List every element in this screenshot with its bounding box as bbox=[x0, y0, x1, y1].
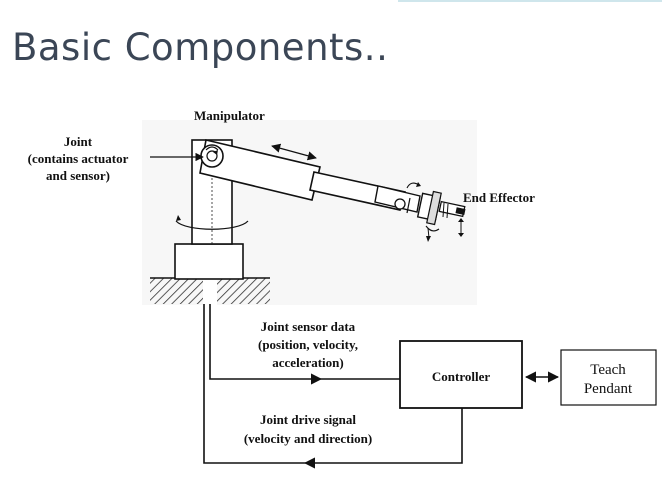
teach-pendant-label-line-1: Teach bbox=[590, 362, 626, 378]
drive-signal-label-line-2: (velocity and direction) bbox=[244, 431, 372, 446]
end-effector-gripper bbox=[416, 190, 466, 226]
robot-base bbox=[174, 243, 244, 280]
manipulator-label: Manipulator bbox=[194, 108, 265, 123]
arm-extension-arrow bbox=[271, 143, 317, 161]
ground bbox=[150, 277, 270, 305]
slide-title: Basic Components.. bbox=[12, 26, 389, 69]
joint-label-line-3: and sensor) bbox=[46, 168, 110, 183]
drive-signal-arrow bbox=[303, 408, 463, 469]
sensor-data-label-line-1: Joint sensor data bbox=[261, 319, 356, 334]
end-effector-label: End Effector bbox=[463, 190, 535, 205]
sensor-data-arrow bbox=[209, 304, 323, 385]
teach-pendant-box bbox=[560, 349, 657, 406]
sensor-data-label-line-2: (position, velocity, bbox=[258, 337, 358, 352]
drive-signal-wire bbox=[203, 304, 305, 464]
controller-label: Controller bbox=[432, 369, 490, 384]
joint-label-line-2: (contains actuator bbox=[28, 151, 129, 166]
top-accent-bar bbox=[398, 0, 662, 2]
wrist-joint bbox=[394, 198, 406, 210]
sensor-data-label-line-3: acceleration) bbox=[272, 355, 343, 370]
teach-pendant-label-line-2: Pendant bbox=[584, 381, 633, 397]
column-rotation-arrow bbox=[175, 220, 249, 230]
joint-label-line-1: Joint bbox=[64, 134, 93, 149]
controller-box bbox=[399, 340, 523, 409]
column-rotation-arrowhead bbox=[176, 215, 181, 221]
drive-signal-label-line-1: Joint drive signal bbox=[260, 412, 356, 427]
